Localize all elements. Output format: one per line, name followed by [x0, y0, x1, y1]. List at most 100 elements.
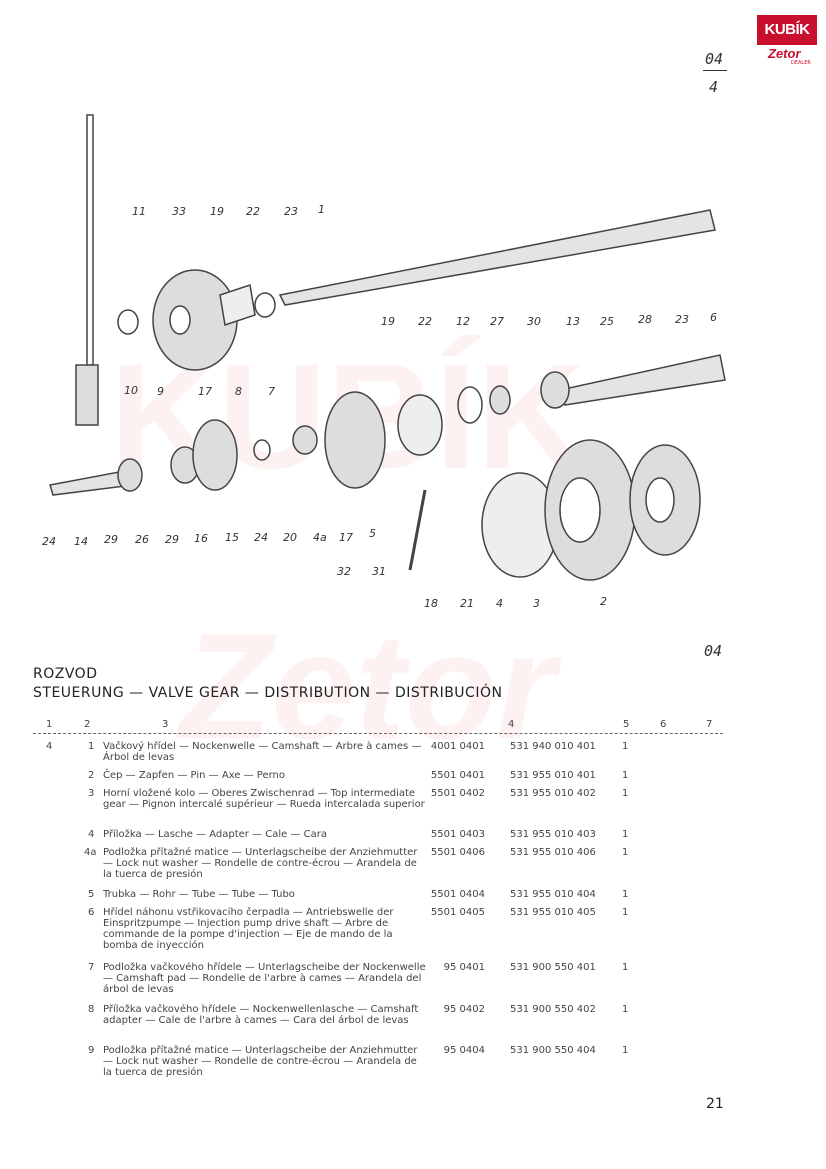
part-description: Trubka — Rohr — Tube — Tube — Tubo — [103, 889, 295, 900]
position-number: 2 — [88, 770, 95, 781]
part-code: 5501 0406 — [430, 847, 485, 858]
callout-label: 1 — [318, 203, 325, 216]
section-title-cz: ROZVOD — [33, 666, 98, 682]
callout-label: 8 — [235, 385, 242, 398]
callout-label: 29 — [165, 533, 179, 546]
callout-label: 23 — [284, 205, 298, 218]
callout-label: 25 — [600, 315, 614, 328]
callout-label: 26 — [135, 533, 149, 546]
callout-label: 19 — [381, 315, 395, 328]
gear-16-shape — [192, 419, 238, 491]
callout-label: 27 — [490, 315, 504, 328]
callout-label: 9 — [157, 385, 164, 398]
position-number: 8 — [88, 1004, 95, 1015]
position-number: 6 — [88, 907, 95, 918]
callout-label: 19 — [210, 205, 224, 218]
part-code: 5501 0403 — [430, 829, 485, 840]
zetor-logo: Zetor — [768, 46, 801, 61]
callout-label: 14 — [74, 535, 88, 548]
gear-17b-shape — [324, 391, 386, 489]
position-number: 9 — [88, 1045, 95, 1056]
col-header-6: 6 — [660, 719, 667, 730]
part-number: 531 900 550 404 — [510, 1045, 596, 1056]
callout-label: 24 — [42, 535, 56, 548]
callout-label: 10 — [124, 384, 138, 397]
part-number: 531 955 010 403 — [510, 829, 596, 840]
part-number: 531 900 550 402 — [510, 1004, 596, 1015]
adapter-shape — [219, 284, 256, 326]
watermark-zetor: Zetor — [180, 602, 555, 770]
part-number: 531 955 010 401 — [510, 770, 596, 781]
part-code: 5501 0402 — [430, 788, 485, 799]
part-number: 531 955 010 406 — [510, 847, 596, 858]
callout-label: 3 — [533, 597, 540, 610]
part-code: 5501 0404 — [430, 889, 485, 900]
part-code: 5501 0405 — [430, 907, 485, 918]
callout-label: 7 — [268, 385, 275, 398]
part-code: 95 0402 — [443, 1004, 485, 1015]
part-number: 531 955 010 402 — [510, 788, 596, 799]
part-number: 531 900 550 401 — [510, 962, 596, 973]
quantity: 1 — [622, 770, 629, 781]
callout-label: 4 — [496, 597, 503, 610]
part-description: Podložka přítažné matice — Unterlagschei… — [103, 847, 418, 880]
section-title-multilingual: STEUERUNG — VALVE GEAR — DISTRIBUTION — … — [33, 685, 503, 701]
sleeve-shape — [75, 364, 99, 426]
part-code: 95 0404 — [443, 1045, 485, 1056]
part-description: Horní vložené kolo — Oberes Zwischenrad … — [103, 788, 425, 810]
quantity: 1 — [622, 1045, 629, 1056]
callout-label: 13 — [566, 315, 580, 328]
callout-label: 5 — [369, 527, 376, 540]
position-number: 5 — [88, 889, 95, 900]
callout-label: 31 — [372, 565, 386, 578]
part-description: Příložka vačkového hřídele — Nockenwelle… — [103, 1004, 419, 1026]
tube-shape — [408, 489, 427, 571]
position-number: 4 — [88, 829, 95, 840]
col-header-1: 1 — [46, 719, 53, 730]
drive-shaft-shape — [559, 354, 726, 406]
part-description: Čep — Zapfen — Pin — Axe — Perno — [103, 770, 285, 781]
quantity: 1 — [622, 788, 629, 799]
callout-label: 24 — [254, 531, 268, 544]
callout-label: 16 — [194, 532, 208, 545]
position-number: 1 — [88, 741, 95, 752]
part-number: 531 955 010 404 — [510, 889, 596, 900]
quantity: 1 — [622, 1004, 629, 1015]
callout-label: 30 — [527, 315, 541, 328]
part-number: 531 955 010 405 — [510, 907, 596, 918]
quantity: 1 — [622, 962, 629, 973]
pushrod-shape — [86, 114, 94, 366]
part-number: 531 940 010 401 — [510, 741, 596, 752]
page-code-top: 04 — [705, 50, 724, 68]
col-header-2: 2 — [84, 719, 91, 730]
col-header-4: 4 — [508, 719, 515, 730]
callout-label: 22 — [246, 205, 260, 218]
quantity: 1 — [622, 847, 629, 858]
callout-label: 11 — [132, 205, 146, 218]
callout-label: 28 — [638, 313, 652, 326]
dealer-tag: DEALER — [791, 60, 811, 66]
callout-label: 20 — [283, 531, 297, 544]
nut-shape — [117, 309, 139, 335]
callout-label: 2 — [600, 595, 607, 608]
washer-shape — [254, 292, 276, 318]
group-number: 4 — [46, 741, 53, 752]
col-header-7: 7 — [706, 719, 713, 730]
part-description: Hřídel náhonu vstřikovacího čerpadla — A… — [103, 907, 394, 951]
fraction-line — [703, 70, 727, 71]
camshaft-shape — [278, 209, 716, 306]
quantity: 1 — [622, 907, 629, 918]
page-code-mid: 04 — [704, 642, 723, 660]
callout-label: 4a — [313, 531, 327, 544]
position-number: 7 — [88, 962, 95, 973]
part-description: Podložka přítažné matice — Unterlagschei… — [103, 1045, 418, 1078]
header-rule — [33, 733, 723, 734]
callout-label: 6 — [710, 311, 717, 324]
callout-label: 15 — [225, 531, 239, 544]
part-description: Podložka vačkového hřídele — Unterlagsch… — [103, 962, 426, 995]
kubik-logo: KUBÍK — [757, 15, 817, 45]
callout-label: 18 — [424, 597, 438, 610]
part-code: 4001 0401 — [430, 741, 485, 752]
part-code: 95 0401 — [443, 962, 485, 973]
